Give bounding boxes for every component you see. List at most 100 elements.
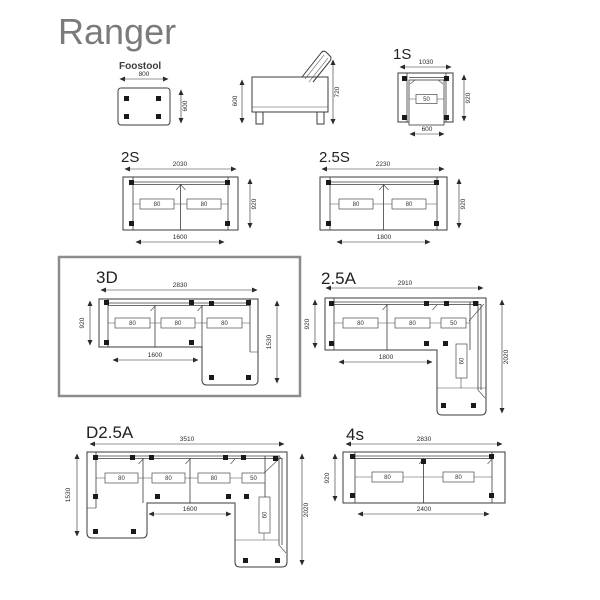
4s-seat-1: 80 [371,471,404,483]
4s-dim-top: 2830 [345,436,503,447]
3D-seat-1-value: 80 [129,321,136,327]
config-2.5A: 2.5A 2910 80 80 50 [304,269,510,416]
2.5S-seat-1-value: 80 [353,202,360,208]
4s-dim-left: 920 [324,453,338,502]
2.5A-seat-3-value: 50 [450,321,457,327]
config-3D-label: 3D [96,268,118,287]
2.5S-seat-1: 80 [338,198,374,210]
footstool-dim-width-value: 800 [139,71,150,78]
1S-dim-top: 1030 [399,59,452,70]
2.5S-seat-2-value: 80 [406,202,413,208]
2.5S-seat-2: 80 [391,198,427,210]
1S-dim-right-value: 920 [465,92,472,103]
D2.5A-seat-1-value: 80 [118,476,125,482]
config-1S-label: 1S [393,46,411,63]
footstool-dim-height-value: 600 [182,100,189,111]
4s-dim-bottom: 2400 [357,506,490,517]
3D-dim-right: 1530 [266,300,280,384]
D2.5A-seat-2-value: 80 [165,476,172,482]
D2.5A-dim-top: 3510 [89,436,285,447]
2.5A-chaise-seat-value: 60 [460,357,466,364]
side-view-dim-back-height: 720 [330,59,341,125]
3D-dim-left: 920 [79,300,93,346]
D2.5A-dim-left: 1530 [65,453,80,537]
D2.5A-dim-bottom-value: 1600 [183,506,198,513]
side-view-legs [255,111,325,125]
side-view-dim-arm-height: 600 [232,79,245,124]
3D-seat-2: 80 [160,317,196,329]
2S-dim-right: 920 [247,178,258,229]
D2.5A-chaise-seat: 60 [258,496,271,534]
footstool-dim-height: 600 [178,89,189,124]
2.5A-dim-left-value: 920 [304,318,311,329]
2.5A-outline [324,297,487,416]
3D-dim-right-value: 1530 [266,334,273,349]
1S-dim-top-value: 1030 [419,59,434,66]
1S-dim-bottom: 600 [409,126,445,137]
3D-seat-1: 80 [114,317,151,329]
3D-seat-3-value: 80 [221,321,228,327]
config-4s: 4s 2830 80 80 920 [324,425,506,517]
D2.5A-dim-right-value: 2020 [303,502,310,517]
2.5A-seat-1-value: 80 [357,321,364,327]
4s-dim-bottom-value: 2400 [417,506,432,513]
2S-seat-2: 80 [186,198,222,210]
config-4s-label: 4s [346,425,364,444]
2.5S-dim-right-value: 920 [460,198,467,209]
footstool-dim-width: 800 [119,71,169,82]
2.5A-seat-3: 50 [440,317,467,329]
page-title: Ranger [58,11,176,52]
D2.5A-seat-3: 80 [197,472,231,484]
2.5S-dim-bottom-value: 1800 [377,234,392,241]
2.5S-dim-top-value: 2230 [376,161,391,168]
3D-dim-top: 2830 [100,282,258,293]
config-2.5S: 2.5S 2230 80 80 920 [319,149,467,245]
2.5A-feet [329,301,478,408]
2S-feet [129,180,230,226]
1S-seat: 50 [408,77,445,126]
config-3D: 3D 2830 80 80 80 [57,255,302,398]
2S-seat-1-value: 80 [154,202,161,208]
3D-dim-bottom: 1600 [112,352,199,363]
D2.5A-seat-4: 50 [241,472,266,484]
4s-dim-top-value: 2830 [417,436,432,443]
1S-dim-bottom-value: 600 [422,126,433,133]
4s-seat-2-value: 80 [455,475,462,481]
footstool-feet [124,96,161,119]
2.5S-dim-bottom: 1800 [336,234,431,245]
D2.5A-feet [93,455,280,563]
config-2S-label: 2S [121,149,139,166]
2S-dim-top: 2030 [124,161,237,172]
1S-seat-value: 50 [423,97,430,103]
1S-feet [402,76,449,120]
side-view-back-height-value: 720 [334,86,341,97]
2S-dim-top-value: 2030 [173,161,188,168]
2.5A-seat-2: 80 [394,317,431,329]
config-2.5S-label: 2.5S [319,149,350,166]
D2.5A-dim-left-value: 1530 [65,487,72,502]
2.5A-dim-left: 920 [304,299,318,349]
2S-seat-2-value: 80 [201,202,208,208]
D2.5A-outline [86,451,288,568]
config-2.5A-label: 2.5A [321,269,357,288]
2.5S-dim-top: 2230 [321,161,445,172]
2.5A-seat-1: 80 [342,317,379,329]
config-1S: 1S 1030 50 920 600 [393,46,472,137]
D2.5A-dim-right: 2020 [299,453,310,566]
D2.5A-dim-bottom: 1600 [148,506,232,517]
2S-dim-bottom: 1600 [135,234,225,245]
3D-dim-bottom-value: 1600 [148,352,163,359]
2.5A-dim-right-value: 2020 [503,349,510,364]
D2.5A-seat-2: 80 [151,472,186,484]
2S-seat-1: 80 [139,198,175,210]
4s-seat-1-value: 80 [384,475,391,481]
2.5S-dim-right: 920 [456,178,467,229]
3D-highlight-border [57,255,302,398]
config-D2.5A: D2.5A 3510 80 80 80 [65,423,310,568]
4s-feet [350,454,494,498]
D2.5A-dim-top-value: 3510 [180,436,195,443]
config-2S: 2S 2030 80 80 920 [121,149,258,245]
2.5A-chaise-seat: 60 [455,343,468,379]
sofa-side-view: 600 720 [232,50,341,125]
